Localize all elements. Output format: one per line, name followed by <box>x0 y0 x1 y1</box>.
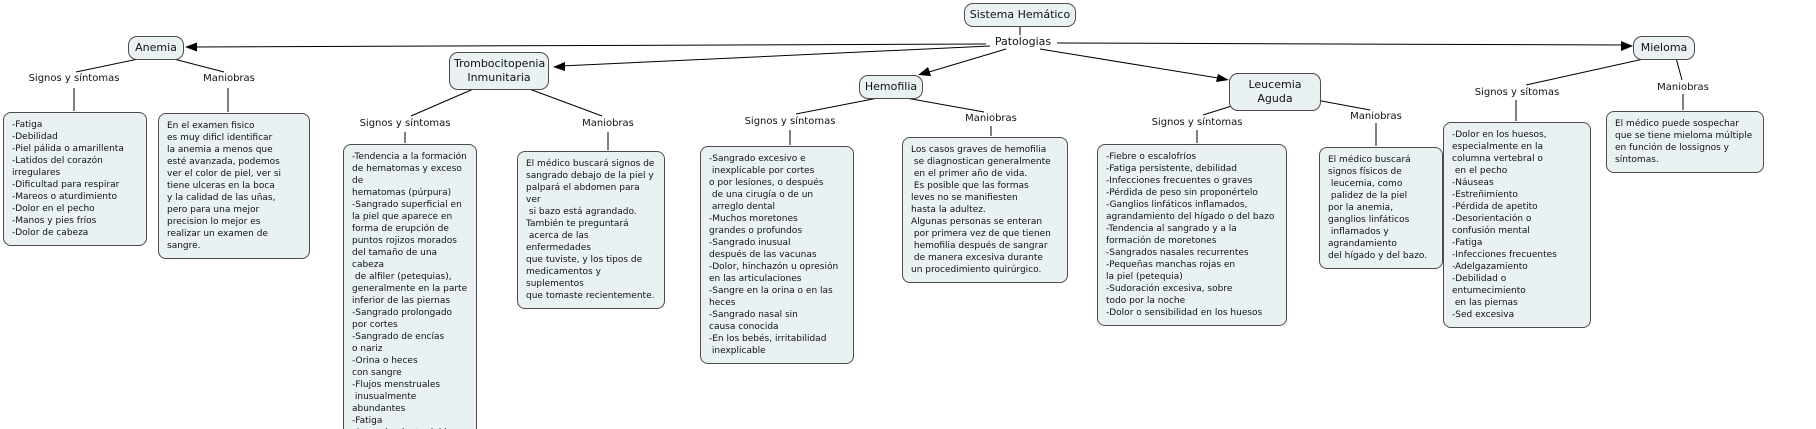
node-trombocitopenia[interactable]: Trombocitopenia Inmunitaria <box>449 52 549 90</box>
connector-line <box>1039 48 1219 79</box>
arrowhead <box>918 67 931 76</box>
label-hemofilia-maniobras[interactable]: Maniobras <box>965 113 1017 124</box>
node-anemia[interactable]: Anemia <box>128 36 184 60</box>
hub-patologias[interactable]: Patologias <box>994 35 1052 48</box>
label-anemia-signos[interactable]: Signos y síntomas <box>28 73 120 84</box>
connector-line <box>928 48 1007 73</box>
connector-line <box>1525 57 1649 86</box>
connector-line <box>1056 42 1627 46</box>
box-anemia-maniobras[interactable]: En el examen fisico es muy dificl identi… <box>158 113 310 259</box>
box-trombocitopenia-signos[interactable]: -Tendencia a la formación de hematomas y… <box>343 144 477 429</box>
connector-line <box>523 86 603 117</box>
node-leucemia[interactable]: Leucemia Aguda <box>1229 73 1321 111</box>
box-trombocitopenia-maniobras[interactable]: El médico buscará signos de sangrado deb… <box>517 151 665 309</box>
box-leucemia-signos[interactable]: -Fiebre o escalofríos -Fatiga persistent… <box>1097 144 1287 326</box>
box-hemofilia-maniobras[interactable]: Los casos graves de hemofilia se diagnos… <box>902 137 1068 283</box>
connector-line <box>560 45 991 67</box>
label-anemia-maniobras[interactable]: Maniobras <box>203 73 255 84</box>
connector-line <box>410 86 479 117</box>
node-sistema-hematico[interactable]: Sistema Hemático <box>964 3 1076 27</box>
box-anemia-signos[interactable]: -Fatiga -Debilidad -Piel pálida o amaril… <box>3 112 147 246</box>
arrowhead <box>1216 74 1229 82</box>
connector-line <box>1675 57 1683 81</box>
arrowhead <box>185 42 197 52</box>
arrowhead <box>553 62 565 71</box>
label-mieloma-maniobras[interactable]: Maniobras <box>1657 82 1709 93</box>
box-mieloma-maniobras[interactable]: El médico puede sospechar que se tiene m… <box>1606 111 1764 173</box>
box-mieloma-signos[interactable]: -Dolor en los huesos, especialmente en l… <box>1443 122 1591 328</box>
label-trombocitopenia-signos[interactable]: Signos y síntomas <box>359 118 451 129</box>
node-hemofilia[interactable]: Hemofilia <box>859 75 923 99</box>
arrowhead <box>1621 41 1633 51</box>
label-mieloma-signos[interactable]: Signos y sítomas <box>1474 87 1560 98</box>
connector-line <box>191 43 987 48</box>
connector-line <box>795 97 879 115</box>
connector-line <box>905 97 985 113</box>
label-trombocitopenia-maniobras[interactable]: Maniobras <box>582 118 634 129</box>
label-leucemia-signos[interactable]: Signos y síntomas <box>1151 117 1243 128</box>
node-mieloma[interactable]: Mieloma <box>1633 36 1695 60</box>
label-hemofilia-signos[interactable]: Signos y síntomas <box>744 116 836 127</box>
box-leucemia-maniobras[interactable]: El médico buscará signos físicos de leuc… <box>1319 147 1443 269</box>
label-leucemia-maniobras[interactable]: Maniobras <box>1350 111 1402 122</box>
box-hemofilia-signos[interactable]: -Sangrado excesivo e inexplicable por co… <box>700 146 854 364</box>
